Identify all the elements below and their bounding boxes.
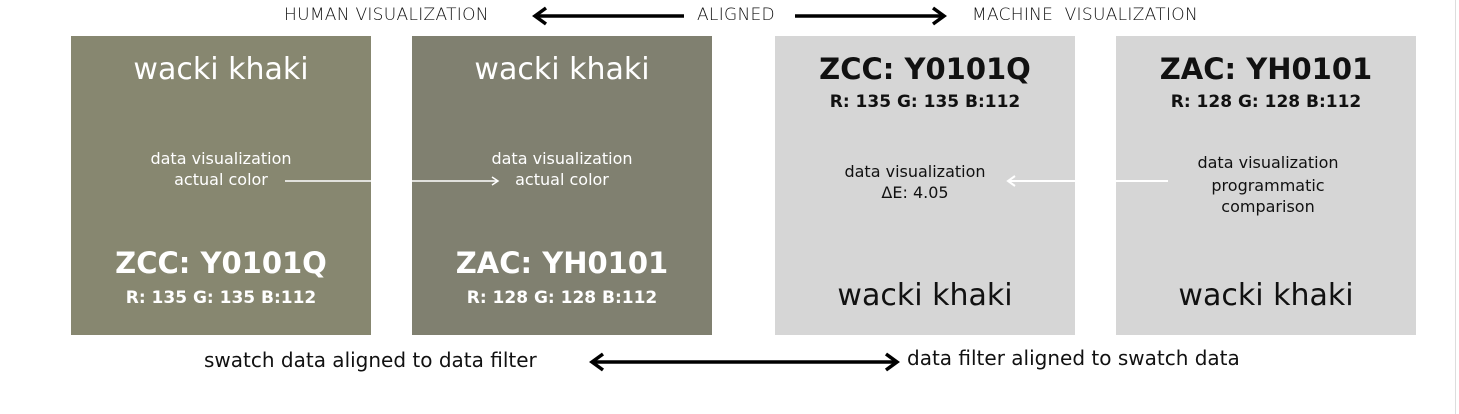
- aligned-label: ALIGNED: [697, 5, 775, 25]
- note: data visualization: [844, 162, 986, 181]
- note: data visualization: [1197, 153, 1339, 172]
- swatch-zac-human: wacki khaki data visualization actual co…: [412, 36, 712, 335]
- swatch-code: ZAC: YH0101: [455, 246, 669, 280]
- note: programmatic: [1211, 176, 1325, 195]
- swatch-name: wacki khaki: [133, 52, 309, 87]
- footer-right-label: data filter aligned to swatch data: [907, 346, 1240, 370]
- swatch-name: wacki khaki: [474, 52, 650, 87]
- swatch-code: ZCC: Y0101Q: [819, 52, 1031, 86]
- swatch-zcc-human: wacki khaki data visualization actual co…: [71, 36, 371, 335]
- note: comparison: [1221, 197, 1315, 216]
- swatch-rgb: R: 135 G: 135 B:112: [125, 288, 317, 308]
- note: data visualization: [150, 149, 292, 168]
- delta-e: ΔE: 4.05: [881, 183, 949, 202]
- note: actual color: [174, 170, 268, 189]
- swatch-zac-machine: ZAC: YH0101 R: 128 G: 128 B:112 data vis…: [1116, 36, 1416, 335]
- note: data visualization: [491, 149, 633, 168]
- swatch-zcc-machine: ZCC: Y0101Q R: 135 G: 135 B:112 data vis…: [775, 36, 1075, 335]
- footer-left-label: swatch data aligned to data filter: [204, 348, 537, 372]
- human-visualization-label: HUMAN VISUALIZATION: [284, 5, 489, 25]
- swatch-rgb: R: 128 G: 128 B:112: [1170, 92, 1362, 112]
- swatch-name: wacki khaki: [1178, 278, 1354, 313]
- swatch-rgb: R: 128 G: 128 B:112: [466, 288, 658, 308]
- note: actual color: [515, 170, 609, 189]
- swatch-code: ZCC: Y0101Q: [115, 246, 327, 280]
- edge-divider: [1455, 0, 1456, 414]
- swatch-name: wacki khaki: [837, 278, 1013, 313]
- swatch-rgb: R: 135 G: 135 B:112: [829, 92, 1021, 112]
- swatch-code: ZAC: YH0101: [1159, 52, 1373, 86]
- machine-visualization-label: MACHINE VISUALIZATION: [972, 5, 1198, 25]
